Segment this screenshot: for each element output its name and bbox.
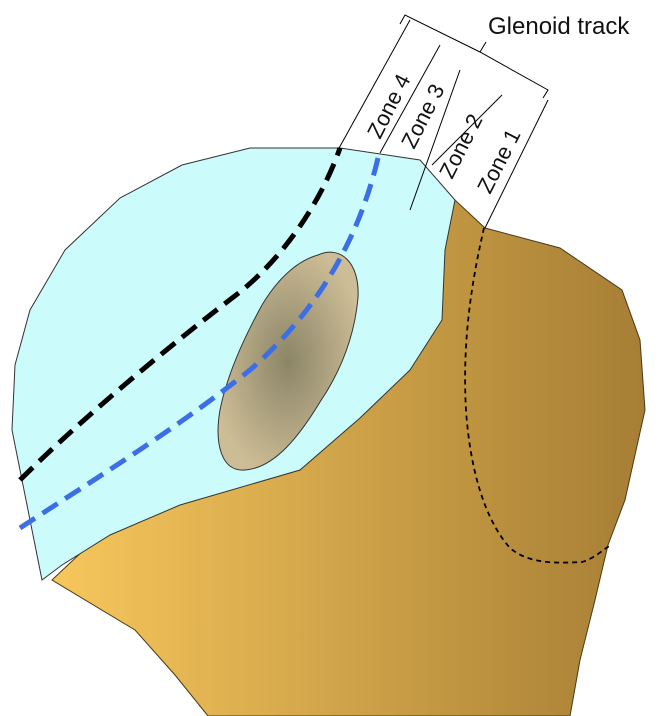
glenoid-track-label: Glenoid track: [488, 13, 630, 40]
glenoid-track-bracket-tick: [480, 42, 486, 52]
